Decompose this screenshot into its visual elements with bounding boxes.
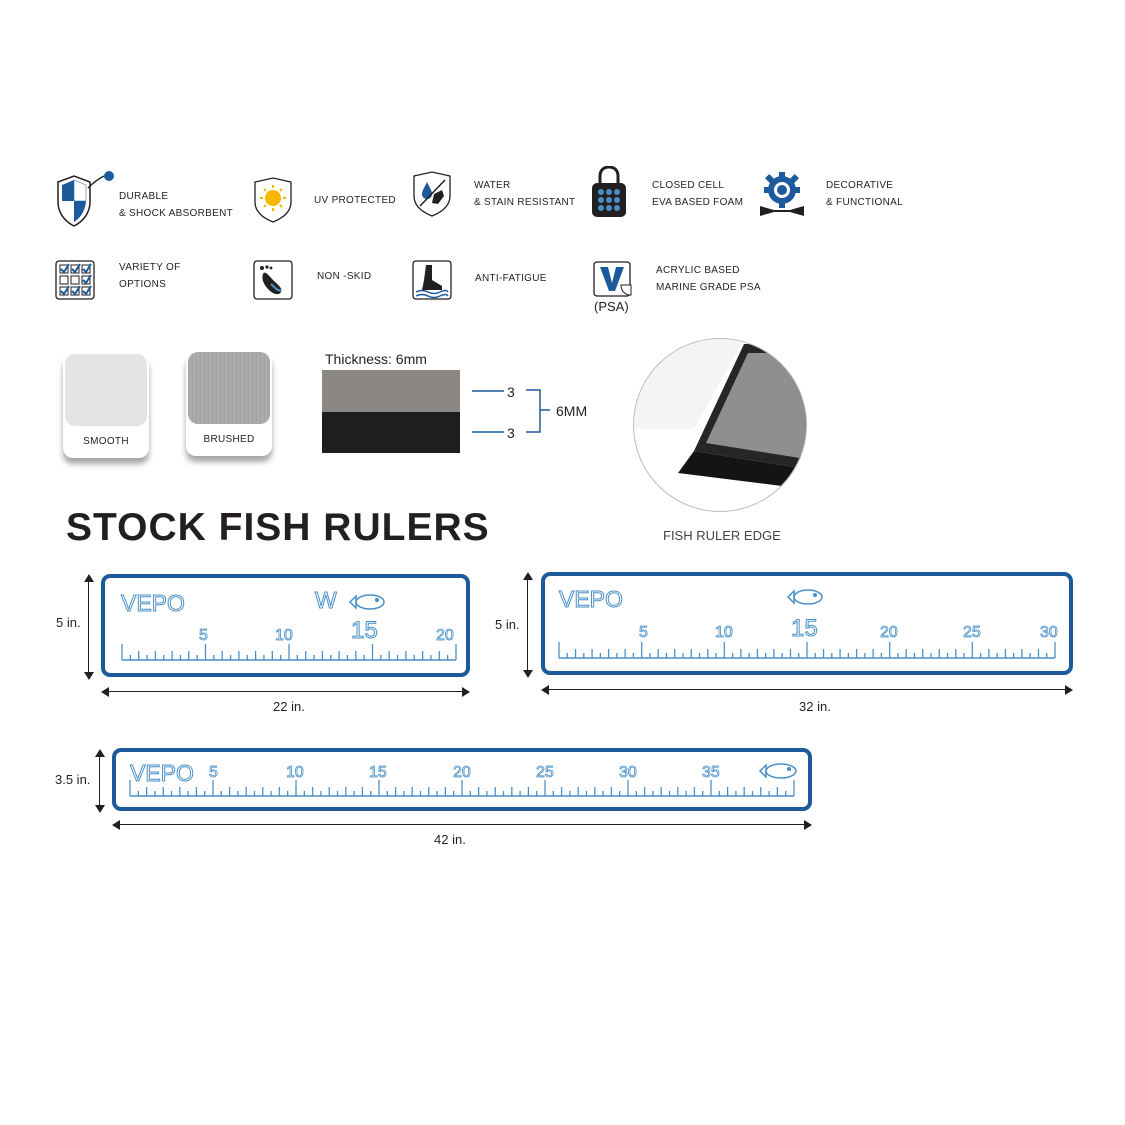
- ruler-number: 25: [536, 764, 554, 781]
- ruler-ticks: [558, 642, 1056, 659]
- ruler-ticks: [129, 780, 795, 797]
- feature-line: DECORATIVE: [826, 180, 894, 191]
- feature-line: OPTIONS: [119, 279, 167, 290]
- arrow-head: [462, 687, 470, 697]
- thickness-title: Thickness: 6mm: [325, 351, 427, 367]
- page-title: STOCK FISH RULERS: [66, 506, 490, 549]
- sun-icon: [254, 177, 292, 223]
- arrow-head: [112, 820, 120, 830]
- arrow-head: [95, 805, 105, 813]
- fish-icon: [758, 763, 797, 779]
- brand-logo: VEPO: [121, 590, 185, 616]
- ruler-board: VEPO W 5 10 15 20: [101, 574, 470, 677]
- foam-bottom-layer: [322, 412, 460, 453]
- fish-icon: [348, 594, 385, 610]
- height-arrow: [88, 577, 89, 677]
- arrow-head: [523, 670, 533, 678]
- height-label: 5 in.: [495, 617, 520, 632]
- brushed-swatch: [188, 352, 270, 424]
- ruler-number: 10: [286, 764, 304, 781]
- ruler-number: 30: [1040, 624, 1058, 641]
- checklist-icon: [55, 260, 95, 300]
- feature-line: & FUNCTIONAL: [826, 197, 903, 208]
- height-label: 3.5 in.: [55, 772, 91, 787]
- feature-line: CLOSED CELL: [652, 180, 725, 191]
- adhesive-icon: [593, 261, 632, 297]
- shield-icon: [57, 171, 114, 227]
- feature-line: WATER: [474, 180, 511, 191]
- length-label: 32 in.: [799, 699, 831, 714]
- arrow-head: [95, 749, 105, 757]
- brand-logo: VEPO: [559, 586, 623, 612]
- foot-icon: [412, 260, 452, 300]
- ruler-number: 35: [702, 764, 720, 781]
- feature-line: MARINE GRADE PSA: [656, 282, 761, 293]
- feature-line: VARIETY OF: [119, 262, 181, 273]
- ruler-number: 20: [453, 764, 471, 781]
- ruler-graphics: VEPO 5 10 15 20 25 30: [558, 586, 1058, 659]
- ruler-number: 10: [275, 627, 293, 644]
- ruler-graphics: VEPO W 5 10 15 20: [121, 587, 457, 661]
- feature-line: ANTI-FATIGUE: [475, 273, 547, 284]
- smooth-swatch: [65, 354, 147, 426]
- ruler-board: VEPO 5 10 15 20 25 30 35: [112, 748, 812, 811]
- ruler-number: 5: [639, 624, 648, 641]
- lock-icon: [592, 166, 626, 217]
- ruler-graphics: VEPO 5 10 15 20 25 30 35: [129, 760, 797, 797]
- water-drop-icon: [413, 171, 451, 217]
- finish-label: SMOOTH: [83, 436, 129, 447]
- bottom-layer-value: 3: [507, 425, 515, 441]
- marker-text: W: [315, 587, 337, 613]
- ruler-number: 30: [619, 764, 637, 781]
- height-label: 5 in.: [56, 615, 81, 630]
- length-arrow: [544, 689, 1070, 690]
- gear-icon: [760, 172, 804, 216]
- feature-line: UV PROTECTED: [314, 195, 396, 206]
- feature-line: ACRYLIC BASED: [656, 265, 740, 276]
- ruler-number: 10: [715, 624, 733, 641]
- feature-line: DURABLE: [119, 191, 169, 202]
- edge-caption: FISH RULER EDGE: [663, 528, 781, 543]
- finish-swatch-brushed: BRUSHED: [186, 352, 272, 456]
- footprint-icon: [253, 260, 293, 300]
- ruler-number: 15: [791, 615, 818, 642]
- ruler-ticks: [121, 644, 457, 661]
- finish-label: BRUSHED: [203, 434, 255, 445]
- arrow-head: [804, 820, 812, 830]
- ruler-number: 15: [369, 764, 387, 781]
- arrow-head: [101, 687, 109, 697]
- foam-top-layer: [322, 370, 460, 412]
- ruler-number: 5: [209, 764, 218, 781]
- ruler-number: 5: [199, 627, 208, 644]
- finish-swatch-smooth: SMOOTH: [63, 354, 149, 458]
- feature-line: EVA BASED FOAM: [652, 197, 744, 208]
- ruler-number: 15: [351, 617, 378, 644]
- arrow-head: [84, 574, 94, 582]
- ruler-number: 20: [436, 627, 454, 644]
- length-label: 22 in.: [273, 699, 305, 714]
- feature-line: NON -SKID: [317, 271, 372, 282]
- feature-line: & SHOCK ABSORBENT: [119, 208, 234, 219]
- top-layer-value: 3: [507, 384, 515, 400]
- height-arrow: [99, 752, 100, 810]
- thickness-bracket: [472, 389, 550, 433]
- height-arrow: [527, 575, 528, 675]
- arrow-head: [1065, 685, 1073, 695]
- ruler-number: 20: [880, 624, 898, 641]
- feature-line: & STAIN RESISTANT: [474, 197, 576, 208]
- fish-icon: [786, 589, 823, 605]
- psa-caption: (PSA): [594, 299, 629, 314]
- arrow-head: [523, 572, 533, 580]
- total-thickness: 6MM: [556, 403, 588, 419]
- length-arrow: [104, 691, 467, 692]
- ruler-number: 25: [963, 624, 981, 641]
- ruler-board: VEPO 5 10 15 20 25 30: [541, 572, 1073, 675]
- brand-logo: VEPO: [130, 760, 194, 786]
- arrow-head: [84, 672, 94, 680]
- edge-illustration: [634, 339, 806, 489]
- length-label: 42 in.: [434, 832, 466, 847]
- edge-detail: [633, 338, 807, 512]
- arrow-head: [541, 685, 549, 695]
- length-arrow: [115, 824, 809, 825]
